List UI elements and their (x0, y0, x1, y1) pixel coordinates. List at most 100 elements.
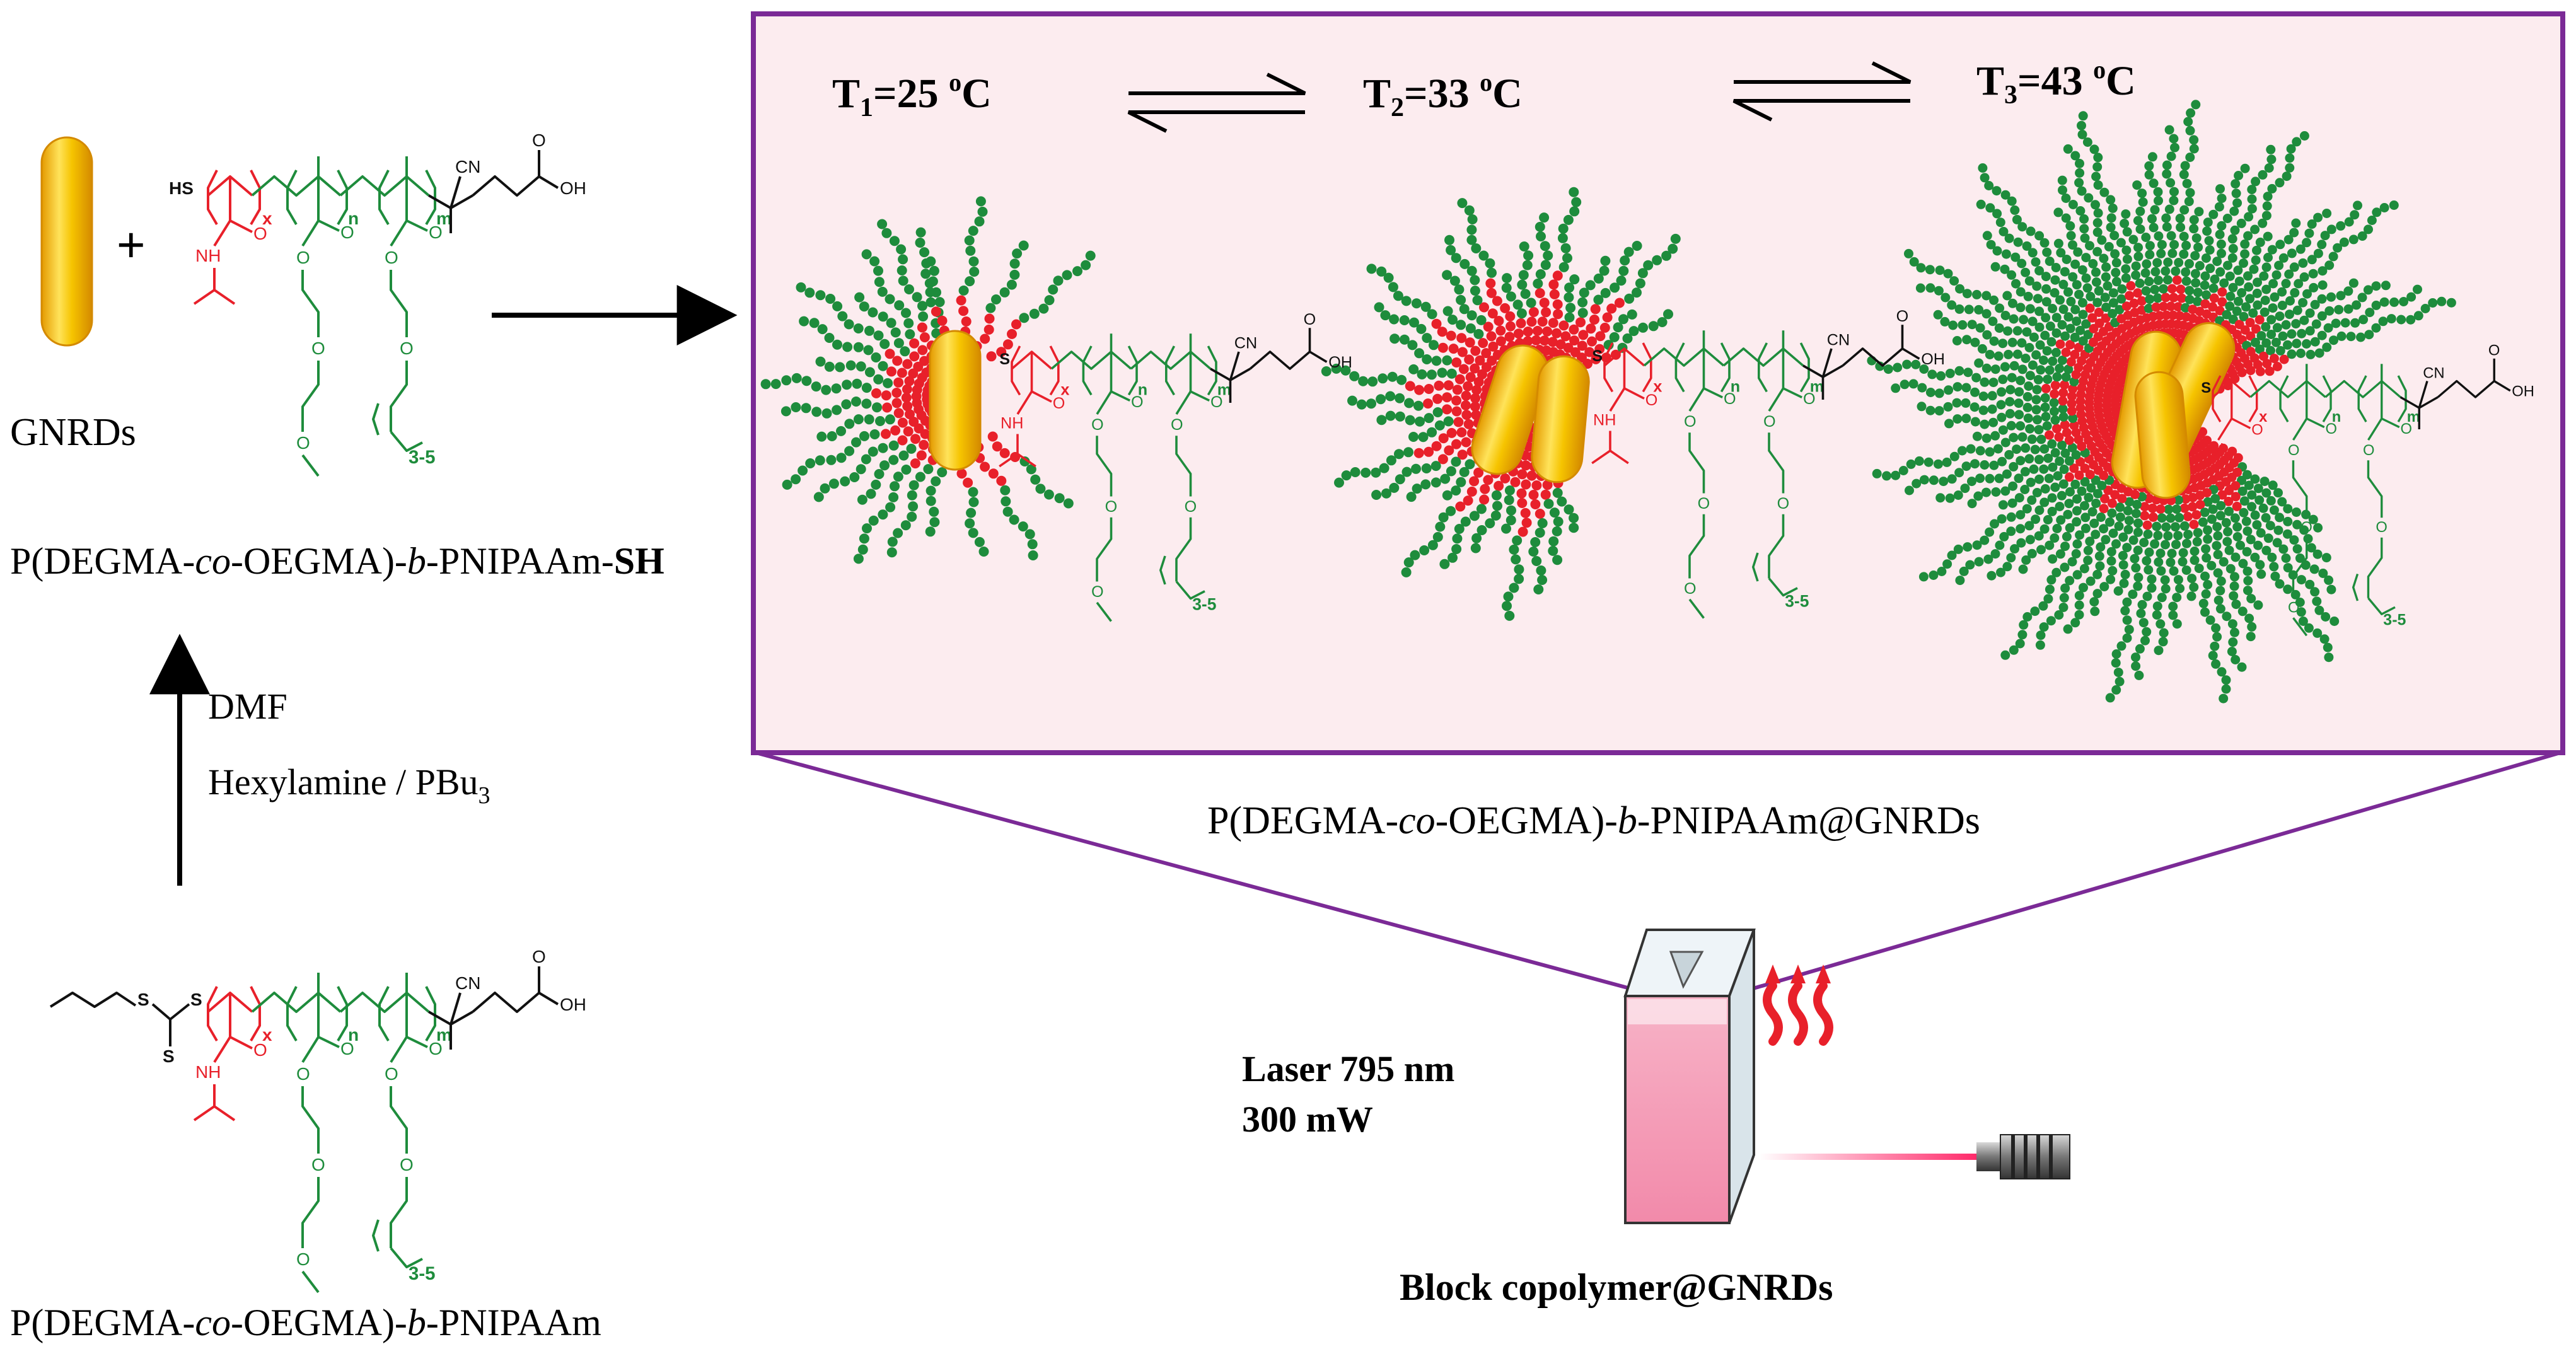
micelle-chain (1643, 260, 1654, 270)
micelle-chain (2269, 562, 2279, 572)
micelle-chain (1914, 456, 1924, 466)
micelle-chain (1415, 416, 1425, 427)
micelle-chain (845, 360, 856, 371)
micelle-chain (2266, 154, 2277, 165)
micelle-chain (1446, 330, 1456, 341)
micelle-chain (1451, 395, 1462, 406)
micelle-chain (1989, 295, 1999, 305)
micelle-chain (2108, 309, 2118, 318)
micelle-chain (1514, 574, 1524, 584)
micelle-chain (2243, 231, 2253, 241)
micelle-chain (2217, 667, 2227, 677)
micelle-chain (1962, 289, 1972, 299)
micelle-chain (2185, 188, 2195, 198)
micelle-chain (1048, 284, 1059, 295)
micelle-chain (2152, 601, 2162, 611)
micelle-chain (1991, 487, 2001, 497)
micelle-chain (2034, 531, 2044, 541)
micelle-chain (1431, 356, 1442, 366)
micelle-chain (2024, 343, 2034, 352)
micelle-chain (2088, 258, 2098, 269)
micelle-chain (2068, 414, 2078, 423)
eg-chain (301, 270, 320, 337)
micelle-chain (1371, 490, 1382, 500)
micelle-chain (2065, 221, 2075, 231)
micelle-chain (1477, 525, 1487, 535)
micelle-chain (961, 316, 972, 327)
micelle-chain (2186, 108, 2196, 118)
micelle-chain (2041, 383, 2051, 393)
micelle-chain (2234, 296, 2243, 306)
micelle-chain (2135, 224, 2145, 235)
micelle-chain (2028, 248, 2038, 258)
micelle-chain (2247, 185, 2257, 195)
bracket (1758, 342, 1768, 393)
micelle-chain (996, 347, 1007, 357)
oxygen-label: O (1210, 393, 1223, 411)
micelle-chain (1526, 470, 1537, 481)
micelle-chain (2030, 606, 2040, 617)
micelle-chain (2033, 294, 2043, 304)
micelle-chain (1992, 186, 2002, 196)
micelle-chain (2250, 552, 2260, 562)
micelle-chain (1949, 276, 1959, 286)
micelle-chain (1609, 332, 1620, 342)
micelle-chain (1053, 275, 1064, 286)
micelle-chain (835, 362, 845, 373)
micelle-chain (2083, 545, 2093, 555)
micelle-chain (801, 376, 812, 386)
micelle-chain (2287, 248, 2297, 258)
nitrile (1821, 348, 1833, 378)
micelle-chain (1470, 363, 1480, 374)
acid-chain (1842, 347, 1903, 367)
micelle-chain (2131, 652, 2140, 663)
micelle-chain (1564, 292, 1574, 303)
oxygen-label: O (1724, 390, 1736, 408)
micelle-chain (1547, 337, 1558, 347)
micelle-chain (2154, 646, 2164, 656)
micelle-chain (2060, 448, 2070, 458)
micelle-chain (902, 384, 912, 395)
equilibrium-arrow-2 (1732, 61, 1912, 122)
micelle-chain (2000, 362, 2010, 372)
repeat-x: x (262, 209, 272, 228)
micelle-chain (1934, 388, 1944, 398)
isopropyl (1609, 449, 1629, 465)
micelle-chain (2223, 260, 2232, 270)
micelle-chain (1961, 461, 1971, 472)
micelle-chain (2063, 509, 2073, 519)
micelle-chain (2233, 265, 2243, 275)
micelle-chain (2101, 272, 2111, 282)
micelle-chain (2357, 292, 2367, 303)
micelle-chain (885, 294, 895, 304)
micelle-chain (2202, 553, 2212, 563)
micelle-chain (853, 342, 864, 352)
micelle-chain (1501, 523, 1511, 534)
temperature-t2: T2=33 oC (1363, 68, 1523, 122)
micelle-chain (1457, 198, 1468, 209)
micelle-chain (2000, 650, 2010, 660)
micelle-chain (1432, 393, 1443, 404)
micelle-chain (2040, 330, 2050, 340)
eg-chain (1768, 432, 1785, 494)
micelle-chain (2011, 279, 2021, 289)
micelle-chain (2131, 270, 2141, 280)
micelle-chain (1960, 484, 1970, 494)
micelle-chain (2111, 685, 2121, 695)
micelle-chain (1407, 340, 1418, 350)
sample-label: Block copolymer@GNRDs (1400, 1266, 1833, 1308)
micelle-chain (2133, 252, 2144, 262)
micelle-chain (2155, 619, 2166, 629)
micelle-chain (2195, 500, 2205, 509)
micelle-chain (1963, 368, 1973, 378)
micelle-chain (2122, 254, 2132, 264)
micelle-chain (2156, 248, 2166, 258)
micelle-chain (1929, 570, 1939, 580)
micelle-chain (1632, 287, 1642, 298)
micelle-chain (968, 528, 978, 538)
micelle-chain (2133, 243, 2143, 253)
micelle-chain (1941, 292, 1951, 303)
micelle-chain (1464, 354, 1475, 365)
micelle-chain (866, 489, 876, 499)
micelle-chain (1624, 293, 1635, 304)
